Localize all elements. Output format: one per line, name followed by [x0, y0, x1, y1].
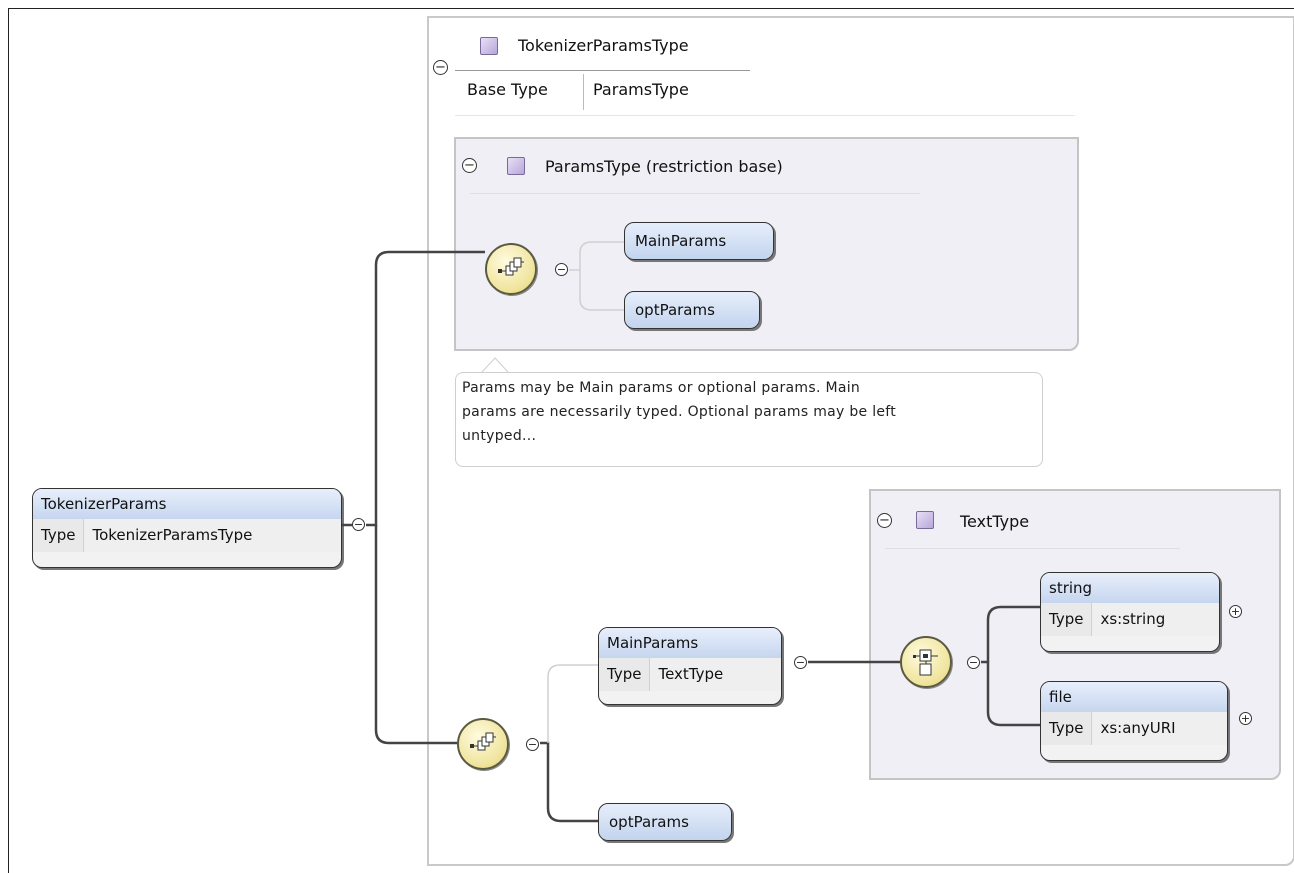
element-name: TokenizerParams	[33, 489, 341, 519]
collapse-icon[interactable]: −	[967, 656, 980, 669]
annotation-note: Params may be Main params or optional pa…	[455, 372, 1043, 467]
collapse-icon[interactable]: −	[794, 656, 807, 669]
plus-icon: +	[1230, 605, 1241, 618]
minus-icon: −	[968, 656, 979, 669]
element-mainparams[interactable]: MainParams Type TextType	[598, 627, 782, 705]
type-label: Type	[33, 519, 85, 552]
base-type-value: ParamsType	[593, 80, 689, 99]
minus-icon: −	[527, 738, 538, 751]
restriction-base-title: ParamsType (restriction base)	[545, 157, 783, 176]
expand-icon[interactable]: +	[1229, 605, 1242, 618]
minus-icon: −	[435, 60, 446, 75]
sequence-icon	[498, 257, 524, 276]
collapse-icon[interactable]: −	[433, 60, 448, 75]
element-name: MainParams	[635, 232, 727, 250]
element-name: optParams	[609, 813, 689, 831]
annotation-line: untyped...	[462, 428, 537, 444]
type-label: Type	[1041, 603, 1093, 636]
complex-type-icon	[480, 37, 498, 55]
sequence-compositor-icon[interactable]	[485, 243, 537, 295]
minus-icon: −	[795, 656, 806, 669]
title-separator	[470, 193, 920, 194]
annotation-line: params are necessarily typed. Optional p…	[462, 404, 897, 420]
title-separator	[885, 548, 1180, 549]
type-value: TextType	[658, 665, 724, 683]
title-underline	[455, 70, 750, 71]
element-name: string	[1041, 573, 1219, 603]
type-value: TokenizerParamsType	[92, 526, 253, 544]
texttype-title: TextType	[960, 512, 1030, 531]
complex-type-icon	[507, 157, 525, 175]
element-mainparams-ref[interactable]: MainParams	[624, 222, 774, 260]
root-element-tokenizerparams[interactable]: TokenizerParams Type TokenizerParamsType	[32, 488, 342, 568]
element-string[interactable]: string Type xs:string	[1040, 572, 1220, 652]
connector-optional-mainparams	[547, 664, 598, 743]
connector-branch-lower	[374, 525, 457, 745]
connector-branch-upper	[366, 250, 485, 527]
minus-icon: −	[353, 518, 364, 531]
choice-icon	[913, 649, 938, 676]
complex-type-icon	[916, 511, 934, 529]
annotation-line: Params may be Main params or optional pa…	[462, 380, 861, 396]
sequence-compositor-icon[interactable]	[457, 718, 509, 770]
plus-icon: +	[1240, 712, 1251, 725]
element-name: optParams	[635, 301, 715, 319]
element-optparams-ref[interactable]: optParams	[624, 291, 760, 329]
base-type-label: Base Type	[467, 80, 548, 99]
connector-choice-to-file	[981, 660, 1040, 727]
type-label: Type	[599, 658, 651, 691]
minus-icon: −	[879, 513, 890, 528]
connector-optional-optparams-ref	[579, 270, 624, 311]
connector-optional-mainparams-ref	[569, 241, 624, 271]
element-name: MainParams	[599, 628, 781, 658]
connector-choice-to-string	[986, 605, 1040, 662]
sequence-icon	[470, 732, 496, 751]
type-panel-title: TokenizerParamsType	[518, 36, 689, 55]
type-value: xs:string	[1100, 610, 1166, 628]
element-optparams[interactable]: optParams	[598, 803, 732, 841]
collapse-icon[interactable]: −	[555, 263, 568, 276]
element-name: file	[1041, 682, 1227, 712]
type-value: xs:anyURI	[1100, 719, 1176, 737]
collapse-icon[interactable]: −	[352, 518, 365, 531]
base-type-divider	[583, 74, 584, 110]
header-separator	[455, 115, 1075, 116]
minus-icon: −	[464, 158, 475, 173]
collapse-icon[interactable]: −	[526, 738, 539, 751]
annotation-pointer	[481, 357, 509, 373]
diagram-frame	[8, 8, 1294, 873]
collapse-icon[interactable]: −	[877, 513, 892, 528]
choice-compositor-icon[interactable]	[900, 636, 952, 688]
collapse-icon[interactable]: −	[462, 158, 477, 173]
connector-seq-to-optparams	[540, 741, 598, 823]
expand-icon[interactable]: +	[1239, 712, 1252, 725]
type-label: Type	[1041, 712, 1093, 745]
minus-icon: −	[556, 263, 567, 276]
element-file[interactable]: file Type xs:anyURI	[1040, 681, 1228, 761]
